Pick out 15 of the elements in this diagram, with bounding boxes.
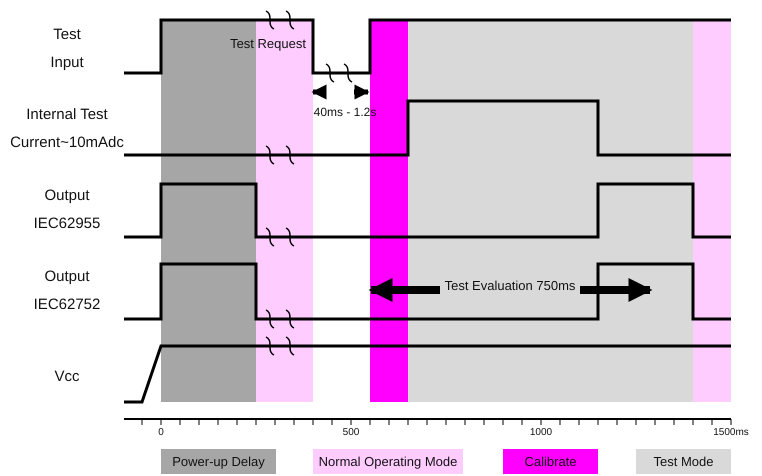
legend-swatch: Normal Operating Mode xyxy=(313,449,463,474)
signal-label: Test Input xyxy=(49,25,85,73)
tick-label: 0 xyxy=(158,426,164,440)
tick-label: 1500ms xyxy=(713,426,749,440)
tick-label: 500 xyxy=(342,426,360,440)
signal-label: Output IEC62752 xyxy=(32,267,102,315)
annotation-text: Test Request xyxy=(230,35,306,52)
annotation-text: Test Evaluation 750ms xyxy=(444,277,576,294)
legend-swatch: Test Mode xyxy=(636,449,731,474)
legend-swatch: Power-up Delay xyxy=(161,449,276,474)
signal-label: Output IEC62955 xyxy=(32,186,102,234)
legend-swatch: Calibrate xyxy=(503,449,598,474)
signal-label: Vcc xyxy=(54,367,80,387)
signal-label: Internal Test Current~10mAdc xyxy=(9,105,125,153)
tick-label: 1000 xyxy=(530,426,552,440)
